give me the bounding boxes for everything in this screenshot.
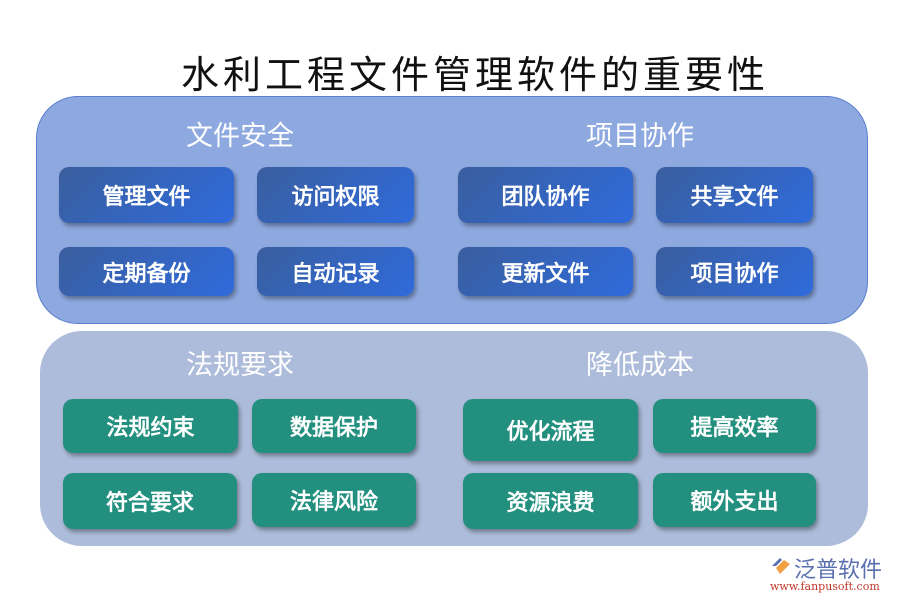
item-box: 法律风险 xyxy=(252,473,416,527)
item-box: 额外支出 xyxy=(653,473,816,527)
item-box: 访问权限 xyxy=(257,167,414,223)
item-box: 资源浪费 xyxy=(463,473,638,529)
item-box: 数据保护 xyxy=(252,399,416,453)
item-box: 优化流程 xyxy=(463,399,638,461)
item-box: 提高效率 xyxy=(653,399,816,453)
page-title: 水利工程文件管理软件的重要性 xyxy=(180,53,769,97)
item-box: 法规约束 xyxy=(63,399,238,453)
section-title-file-security: 文件安全 xyxy=(186,121,294,152)
section-title-cost-reduction: 降低成本 xyxy=(586,350,694,381)
section-title-regulations: 法规要求 xyxy=(186,350,294,381)
item-box: 团队协作 xyxy=(458,167,633,223)
item-box: 更新文件 xyxy=(458,247,633,296)
brand-logo: 泛普软件 www.fanpusoft.com xyxy=(768,552,898,598)
logo-url: www.fanpusoft.com xyxy=(770,580,880,593)
item-box: 自动记录 xyxy=(257,247,414,296)
logo-mark-icon xyxy=(772,558,790,574)
item-box: 定期备份 xyxy=(59,247,234,296)
item-box: 管理文件 xyxy=(59,167,234,223)
item-box: 共享文件 xyxy=(656,167,813,223)
logo-name: 泛普软件 xyxy=(794,558,883,583)
item-box: 符合要求 xyxy=(63,473,237,529)
item-box: 项目协作 xyxy=(656,247,813,296)
section-title-project-collab: 项目协作 xyxy=(586,121,694,152)
